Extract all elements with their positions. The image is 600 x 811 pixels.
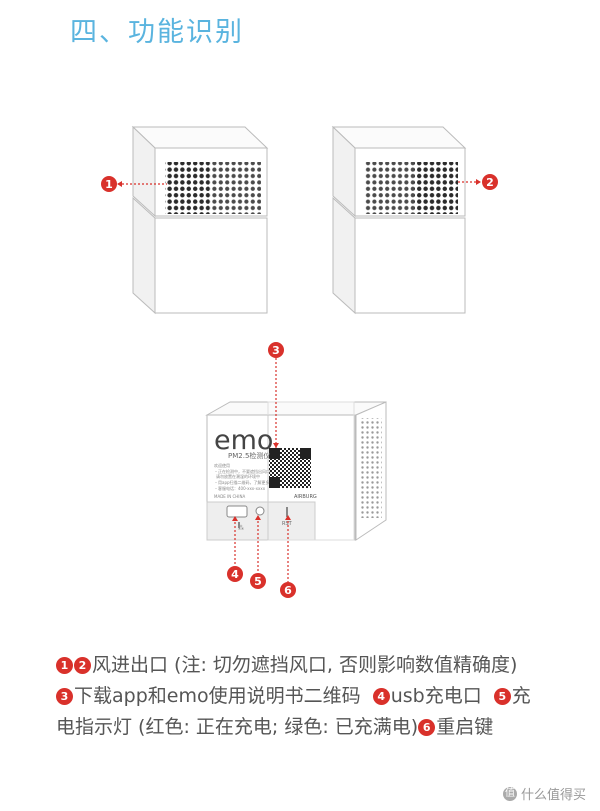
caption-badge-1: 1 bbox=[56, 657, 73, 674]
section-title: 四、功能识别 bbox=[70, 17, 244, 48]
svg-text:5: 5 bbox=[254, 575, 262, 588]
device-right bbox=[331, 125, 467, 315]
made-in-text: MADE IN CHINA bbox=[214, 494, 245, 499]
caption-reset: 重启键 bbox=[436, 716, 494, 738]
device-left bbox=[131, 125, 269, 315]
caption-badge-5: 5 bbox=[493, 688, 511, 705]
svg-text:6: 6 bbox=[284, 584, 292, 597]
device-brand: emo bbox=[214, 425, 273, 456]
device-model: PM2.5检测仪 bbox=[228, 451, 270, 460]
callout-6: 6 bbox=[280, 582, 296, 598]
device-illustration: ⁂ emo PM2.5检测仪 欢迎使用 ・正在检测中，不要遮挡出风口， 请勿放置… bbox=[101, 125, 498, 598]
watermark-logo-icon: 值 bbox=[502, 786, 517, 801]
callout-1: 1 bbox=[101, 176, 117, 192]
leader-arrowheads bbox=[117, 179, 481, 521]
label-line-3: 请勿放置在潮湿的环境中 bbox=[216, 473, 260, 479]
caption-vents: 风进出口 (注: 切勿遮挡风口, 否则影响数值精确度) bbox=[92, 654, 518, 676]
company-text: AIRBURG bbox=[294, 494, 317, 500]
label-line-2: ・正在检测中，不要遮挡出风口， bbox=[214, 468, 274, 474]
caption-badge-2: 2 bbox=[74, 657, 91, 674]
watermark: 值 什么值得买 bbox=[502, 784, 586, 803]
rst-label: RST bbox=[282, 521, 293, 527]
caption-badge-4: 4 bbox=[372, 688, 390, 705]
callout-3: 3 bbox=[268, 342, 284, 358]
device-back: ⁂ bbox=[205, 401, 387, 541]
svg-text:2: 2 bbox=[486, 176, 494, 189]
callout-4: 4 bbox=[227, 566, 243, 582]
caption-qr: 下载app和emo使用说明书二维码 bbox=[74, 685, 361, 707]
svg-text:1: 1 bbox=[105, 178, 113, 191]
caption-charge-start: 充 bbox=[511, 685, 531, 707]
caption-badge-3: 3 bbox=[56, 688, 73, 705]
label-line-5: ・客服电话：400-xxx-xxxx bbox=[214, 485, 266, 491]
caption-indicator: 电指示灯 (红色: 正在充电; 绿色: 已充满电) bbox=[56, 716, 419, 738]
label-line-4: ・用app扫描二维码，了解更多 bbox=[214, 479, 270, 485]
watermark-text: 什么值得买 bbox=[520, 788, 586, 803]
caption-badge-6: 6 bbox=[418, 719, 436, 736]
leader-lines bbox=[118, 181, 480, 582]
svg-text:4: 4 bbox=[231, 568, 239, 581]
callout-2: 2 bbox=[482, 174, 498, 190]
callout-5: 5 bbox=[250, 573, 266, 589]
caption-usb: usb充电口 bbox=[390, 685, 482, 707]
svg-text:3: 3 bbox=[272, 344, 280, 357]
svg-text:⁂: ⁂ bbox=[238, 525, 244, 532]
label-line-1: 欢迎使用 bbox=[214, 462, 230, 468]
